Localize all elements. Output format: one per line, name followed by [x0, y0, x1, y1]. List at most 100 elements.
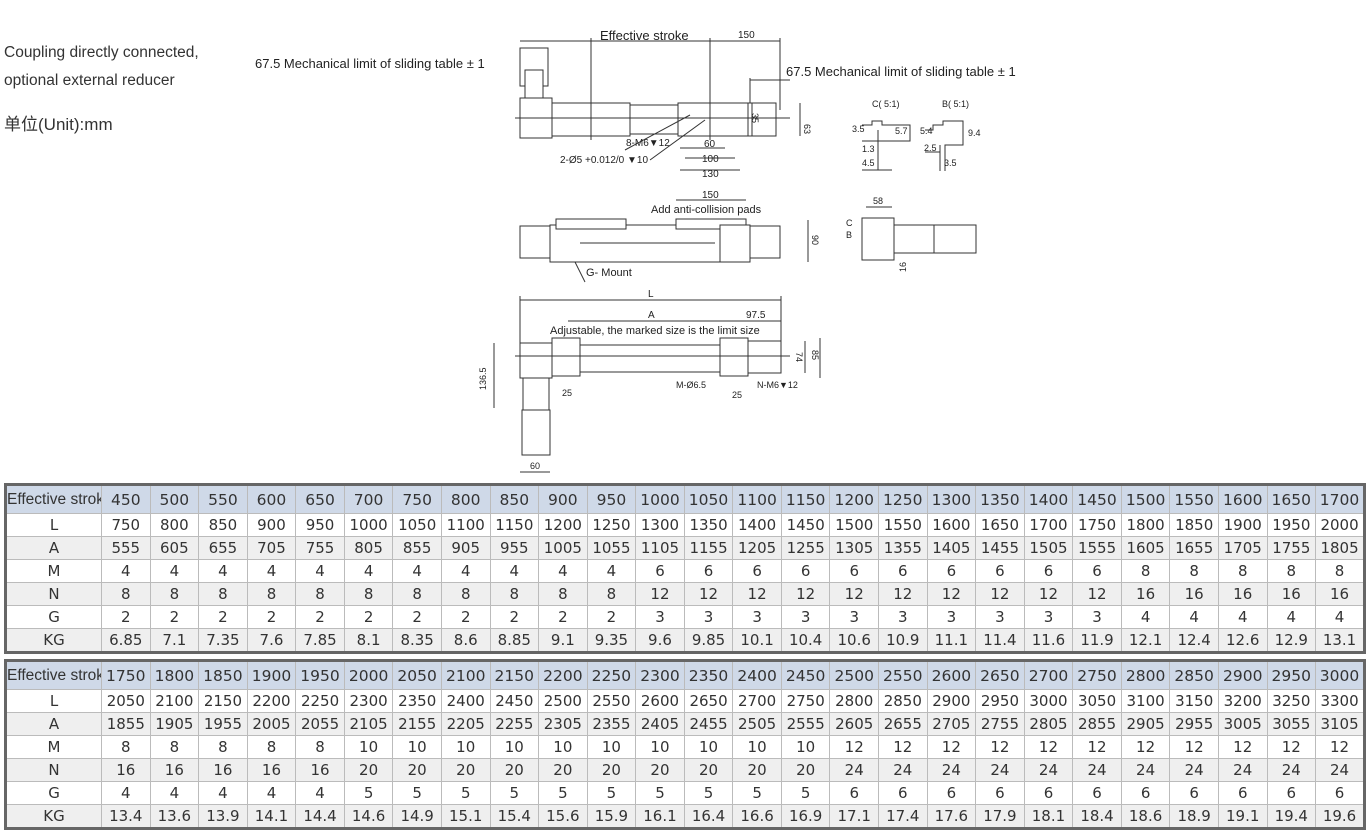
table-cell: 12 — [878, 582, 928, 606]
table-cell: 8.1 — [343, 628, 394, 653]
table-cell: 1555 — [1072, 536, 1122, 560]
table-cell: 2 — [489, 605, 540, 629]
mount-label: G- Mount — [586, 267, 632, 279]
table-cell: 19.6 — [1315, 804, 1365, 829]
table-cell: 1050 — [683, 484, 734, 514]
table-cell: 2700 — [732, 689, 782, 713]
table-cell: 950 — [586, 484, 637, 514]
table-cell: 6 — [780, 559, 831, 583]
table-cell: 5 — [392, 781, 442, 805]
row-label: L — [5, 689, 102, 713]
table-cell: 10.1 — [732, 628, 782, 653]
table-cell: 8 — [149, 582, 200, 606]
table-cell: 4 — [489, 559, 540, 583]
table-cell: 3000 — [1023, 689, 1074, 713]
table-cell: 2800 — [829, 689, 879, 713]
coupling-note-line1: Coupling directly connected, — [4, 44, 199, 61]
table-cell: 8 — [198, 582, 248, 606]
table-cell: 1355 — [878, 536, 928, 560]
table-cell: 1350 — [683, 513, 734, 537]
side-dim-58: 58 — [873, 196, 883, 206]
table-cell: 10 — [440, 735, 491, 759]
table-cell: 5 — [635, 781, 685, 805]
table-cell: 6 — [975, 559, 1025, 583]
mech-limit-left: 67.5 Mechanical limit of sliding table ±… — [255, 56, 485, 71]
table-cell: 1805 — [1315, 536, 1365, 560]
table-cell: 1250 — [586, 513, 637, 537]
table-cell: 6.85 — [101, 628, 151, 653]
table-cell: 7.6 — [246, 628, 297, 653]
table-cell: 12 — [829, 582, 879, 606]
technical-drawings: Effective stroke 150 67.5 Mechanical lim… — [255, 28, 1016, 473]
table-cell: 3105 — [1315, 712, 1365, 736]
table-cell: 12.4 — [1169, 628, 1219, 653]
table-cell: 13.4 — [101, 804, 151, 829]
table-cell: 750 — [101, 513, 151, 537]
coupling-note-line2: optional external reducer — [4, 72, 175, 89]
table-cell: 4 — [1266, 605, 1317, 629]
table-cell: 6 — [975, 781, 1025, 805]
table-cell: 10.6 — [829, 628, 879, 653]
table-cell: 2750 — [1072, 660, 1122, 690]
table-cell: 1350 — [975, 484, 1025, 514]
table-cell: 5 — [343, 781, 394, 805]
table-cell: 5 — [586, 781, 637, 805]
table-cell: 1305 — [829, 536, 879, 560]
row-label: KG — [5, 628, 102, 653]
table-cell: 1800 — [1120, 513, 1171, 537]
table-cell: 4 — [101, 559, 151, 583]
table-cell: 15.1 — [440, 804, 491, 829]
table-cell: 2 — [101, 605, 151, 629]
table-cell: 2600 — [635, 689, 685, 713]
table-cell: 3300 — [1315, 689, 1365, 713]
table-cell: 4 — [246, 781, 297, 805]
table-cell: 16 — [101, 758, 151, 782]
table-cell: 12 — [1169, 735, 1219, 759]
table-cell: 1705 — [1217, 536, 1268, 560]
table-cell: 3 — [732, 605, 782, 629]
table-cell: 24 — [1315, 758, 1365, 782]
table-cell: 12 — [926, 582, 977, 606]
table-cell: 2755 — [975, 712, 1025, 736]
table-cell: 12 — [732, 582, 782, 606]
table-cell: 24 — [975, 758, 1025, 782]
mech-limit-right: 67.5 Mechanical limit of sliding table ±… — [786, 64, 1016, 79]
table-cell: 2055 — [295, 712, 345, 736]
table-cell: 8.6 — [440, 628, 491, 653]
table-cell: 1855 — [101, 712, 151, 736]
table-cell: 6 — [1023, 559, 1074, 583]
table-cell: 12 — [1266, 735, 1317, 759]
table-cell: 3 — [975, 605, 1025, 629]
table-cell: 13.1 — [1315, 628, 1365, 653]
table-cell: 6 — [1023, 781, 1074, 805]
table-cell: 2950 — [975, 689, 1025, 713]
table-cell: 3 — [780, 605, 831, 629]
table-cell: 18.1 — [1023, 804, 1074, 829]
bottom-view-drawing: L A 97.5 Adjustable, the marked size is … — [478, 289, 821, 473]
table-cell: 3000 — [1315, 660, 1365, 690]
table-cell: 650 — [295, 484, 345, 514]
table-cell: 4 — [149, 559, 200, 583]
table-cell: 24 — [1217, 758, 1268, 782]
table-cell: 1755 — [1266, 536, 1317, 560]
header-row: Effective stroke175018001850190019502000… — [5, 660, 1365, 690]
table-cell: 20 — [586, 758, 637, 782]
detail-c-dim: 1.3 — [862, 144, 875, 154]
dim-35: 35 — [750, 113, 760, 123]
table-cell: 8 — [1169, 559, 1219, 583]
table-cell: 8 — [295, 735, 345, 759]
table-cell: 10 — [683, 735, 734, 759]
table-cell: 2 — [538, 605, 588, 629]
table-cell: 1150 — [780, 484, 831, 514]
table-cell: 5 — [683, 781, 734, 805]
table-cell: 1650 — [1266, 484, 1317, 514]
table-cell: 1950 — [1266, 513, 1317, 537]
dim-100: 100 — [702, 154, 719, 165]
row-label: M — [5, 559, 102, 583]
table-cell: 1700 — [1023, 513, 1074, 537]
table-cell: 2950 — [1266, 660, 1317, 690]
table-cell: 1000 — [635, 484, 685, 514]
table-cell: 12 — [1023, 735, 1074, 759]
table-cell: 3055 — [1266, 712, 1317, 736]
table-cell: 24 — [1169, 758, 1219, 782]
